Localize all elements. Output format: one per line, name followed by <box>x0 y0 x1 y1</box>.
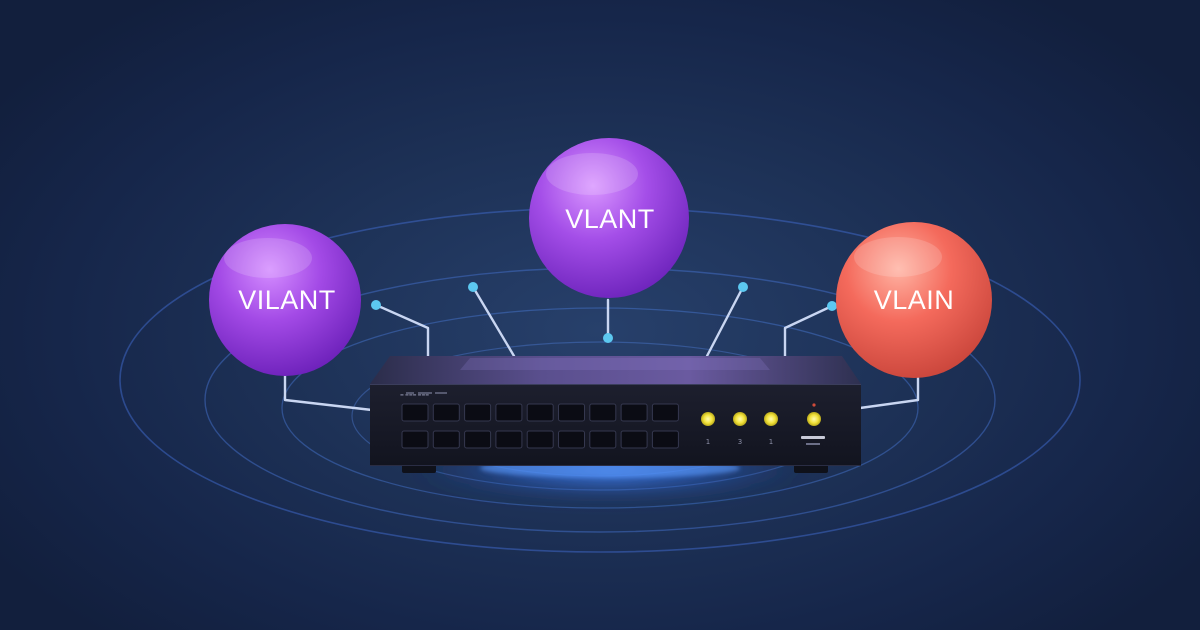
connection-node <box>468 282 478 292</box>
connection-nodes <box>371 282 837 343</box>
switch-marking: ▬ ▬▬▬ ▬▬▬ <box>400 392 429 397</box>
status-led <box>764 412 778 426</box>
vlan-label: VLAIN <box>874 285 955 315</box>
status-led <box>733 412 747 426</box>
switch-front <box>370 384 861 466</box>
ethernet-port[interactable] <box>495 403 523 422</box>
power-slot <box>801 436 825 439</box>
connection-node <box>738 282 748 292</box>
switch-top-sheen <box>460 358 770 370</box>
status-led-label: 3 <box>738 438 742 446</box>
connection-line <box>705 285 745 358</box>
ethernet-port[interactable] <box>589 430 617 449</box>
power-led <box>807 412 821 426</box>
vlan-label: VILANT <box>238 285 336 315</box>
ethernet-port[interactable] <box>620 403 648 422</box>
ethernet-port[interactable] <box>651 403 679 422</box>
ethernet-port[interactable] <box>589 403 617 422</box>
ethernet-port[interactable] <box>495 430 523 449</box>
switch-marking-bar <box>418 392 432 394</box>
ethernet-port[interactable] <box>464 430 492 449</box>
status-led-label: 1 <box>706 438 710 446</box>
vlan-bubble-left[interactable]: VILANT <box>209 224 361 376</box>
vlan-label: VLANT <box>565 204 655 234</box>
connection-line <box>374 303 430 358</box>
connection-line <box>858 374 920 410</box>
vlan-bubble-circle <box>836 222 992 378</box>
power-slot-lower <box>806 443 820 445</box>
power-led-indicator <box>812 403 816 407</box>
bubble-highlight <box>546 153 638 195</box>
status-led-label: 1 <box>769 438 773 446</box>
ethernet-port[interactable] <box>401 430 429 449</box>
ethernet-port[interactable] <box>401 403 429 422</box>
switch-marking-bar <box>435 392 447 394</box>
status-leds: 1 3 1 <box>701 412 778 446</box>
ethernet-port[interactable] <box>432 430 460 449</box>
port-grid <box>401 403 679 449</box>
ethernet-port[interactable] <box>526 403 554 422</box>
status-led <box>701 412 715 426</box>
switch-top <box>370 356 861 384</box>
switch-marking-bar <box>406 392 414 394</box>
vlan-bubble-center[interactable]: VLANT <box>529 138 689 298</box>
connection-line <box>283 370 374 412</box>
ethernet-port[interactable] <box>620 430 648 449</box>
connection-node <box>371 300 381 310</box>
connection-line <box>471 285 516 358</box>
vlan-bubble-right[interactable]: VLAIN <box>836 222 992 378</box>
ethernet-port[interactable] <box>432 403 460 422</box>
ethernet-port[interactable] <box>651 430 679 449</box>
connection-node <box>603 333 613 343</box>
connection-node <box>827 301 837 311</box>
bubble-highlight <box>854 237 942 277</box>
ethernet-port[interactable] <box>526 430 554 449</box>
bubble-highlight <box>224 238 312 278</box>
network-switch[interactable]: ▬ ▬▬▬ ▬▬▬ 1 3 1 <box>370 356 861 473</box>
orbit-ring <box>281 307 919 509</box>
connection-line <box>783 304 834 358</box>
vlan-bubble-circle <box>529 138 689 298</box>
ethernet-port[interactable] <box>464 403 492 422</box>
ethernet-port[interactable] <box>558 430 585 449</box>
ethernet-port[interactable] <box>558 403 585 422</box>
vlan-bubble-circle <box>209 224 361 376</box>
